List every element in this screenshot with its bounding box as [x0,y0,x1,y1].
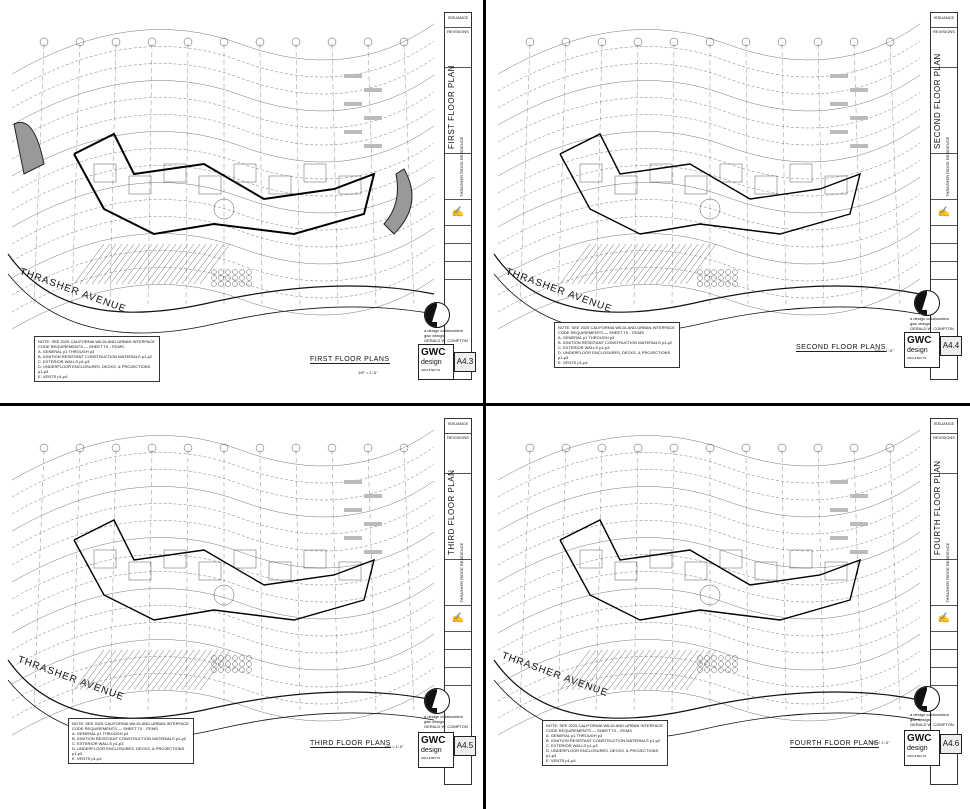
signature-mark: ✍ [451,613,465,624]
scale-label: 1/8" = 1'-0" [384,744,404,749]
plans-label: FOURTH FLOOR PLANS [790,740,879,748]
firm-logo: GWC design ARCHITECTS [904,730,940,766]
title-block: ISSUANCE REVISIONS THIRD FLOOR PLAN THRA… [444,418,472,785]
sheet-title: SECOND FLOOR PLAN [933,53,942,149]
project-name: THRASHER RIDGE RESIDENCE [945,542,950,603]
sheet-title: FIRST FLOOR PLAN [447,65,456,149]
revisions-label: REVISIONS [447,435,469,440]
plans-label: THIRD FLOOR PLANS [310,740,391,748]
signature-mark: ✍ [937,613,951,624]
signature-mark: ✍ [937,207,951,218]
revisions-label: REVISIONS [933,435,955,440]
site-plan-drawing [7,23,435,334]
notes-title: NOTE: SEE 2025 CALIFORNIA WILDLAND-URBAN… [38,339,155,344]
collab-note: a design collaboration gwc design GERALD… [910,712,954,727]
sheet-a45: ISSUANCE REVISIONS THIRD FLOOR PLAN THRA… [4,410,480,805]
issued-label: ISSUANCE [933,15,955,20]
code-notes: NOTE: SEE 2025 CALIFORNIA WILDLAND-URBAN… [34,336,160,382]
scale-label: 1/8" = 1'-0" [870,740,890,745]
title-block: ISSUANCE REVISIONS FOURTH FLOOR PLAN THR… [930,418,958,785]
issued-label: ISSUANCE [933,421,955,426]
collab-note: a design collaboration gwc design GERALD… [424,328,468,343]
scale-label: 1/8" = 1'-0" [874,348,894,353]
code-notes: NOTE: SEE 2025 CALIFORNIA WILDLAND-URBAN… [554,322,680,368]
notes-item: A. GENERAL p1 THROUGH p3 [38,349,95,354]
notes-item: B. IGNITION RESISTANT CONSTRUCTION MATER… [38,354,153,359]
plans-label: FIRST FLOOR PLANS [310,356,390,364]
firm-logo: GWC design ARCHITECTS [418,344,454,380]
issued-label: ISSUANCE [447,15,469,20]
north-arrow-icon [914,290,940,316]
north-arrow-icon [424,688,450,714]
sheet-number: A4.5 [454,736,476,756]
revisions-label: REVISIONS [933,29,955,34]
site-plan-drawing [7,429,435,740]
code-notes: NOTE: SEE 2025 CALIFORNIA WILDLAND-URBAN… [542,720,668,766]
signature-mark: ✍ [451,207,465,218]
north-arrow-icon [424,302,450,328]
collab-note: a design collaboration gwc design GERALD… [424,714,468,729]
notes-item: E. VENTS p1-p4 [38,374,68,379]
title-block: ISSUANCE REVISIONS FIRST FLOOR PLAN THRA… [444,12,472,380]
project-name: THRASHER RIDGE RESIDENCE [945,136,950,197]
scale-label: 1/8" = 1'-0" [358,370,378,375]
sheet-number: A4.3 [454,352,476,372]
title-block: ISSUANCE REVISIONS SECOND FLOOR PLAN THR… [930,12,958,380]
notes-subtitle: CODE REQUIREMENTS — SHEET T0 - ITEMS [38,344,124,349]
site-plan-drawing [493,429,921,740]
notes-item: C. EXTERIOR WALLS p1-p3 [38,359,90,364]
sheet-number: A4.4 [940,336,962,356]
north-arrow-icon [914,686,940,712]
revisions-label: REVISIONS [447,29,469,34]
site-plan-drawing [493,23,921,334]
plans-label: SECOND FLOOR PLANS [796,344,886,352]
firm-logo: GWC design ARCHITECTS [904,332,940,368]
code-notes: NOTE: SEE 2025 CALIFORNIA WILDLAND-URBAN… [68,718,194,764]
quadrant-divider-horizontal [0,403,970,406]
project-name: THRASHER RIDGE RESIDENCE [459,136,464,197]
sheet-a44: ISSUANCE REVISIONS SECOND FLOOR PLAN THR… [490,4,966,400]
sheet-title: FOURTH FLOOR PLAN [933,460,942,555]
issued-label: ISSUANCE [447,421,469,426]
sheet-a43: ISSUANCE REVISIONS FIRST FLOOR PLAN THRA… [4,4,480,400]
sheet-a46: ISSUANCE REVISIONS FOURTH FLOOR PLAN THR… [490,410,966,805]
sheet-number: A4.6 [940,734,962,754]
project-name: THRASHER RIDGE RESIDENCE [459,542,464,603]
firm-logo: GWC design ARCHITECTS [418,732,454,768]
notes-item: D. UNDERFLOOR ENCLOSURES, DECKS, & PROJE… [38,364,151,374]
sheet-title: THIRD FLOOR PLAN [447,469,456,555]
collab-note: a design collaboration gwc design GERALD… [910,316,954,331]
